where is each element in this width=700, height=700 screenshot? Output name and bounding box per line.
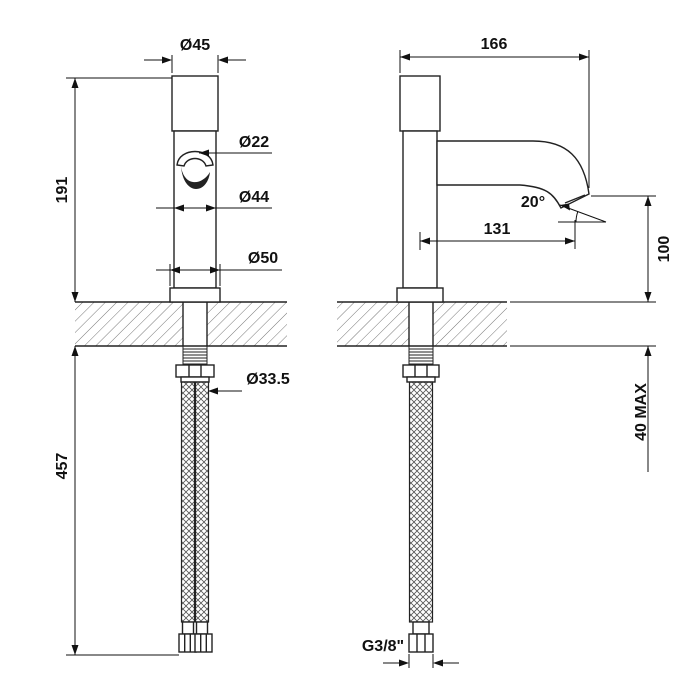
countertop-hatch-left xyxy=(75,302,287,346)
front-thread xyxy=(182,346,208,365)
supply-hose xyxy=(180,381,196,623)
front-top-cap xyxy=(171,75,219,132)
side-base-flange xyxy=(396,287,444,303)
dim-height-label: 191 xyxy=(54,177,71,204)
side-thread xyxy=(408,346,434,365)
dim-body-diameter-label: Ø44 xyxy=(239,189,269,206)
side-view xyxy=(396,75,590,653)
dim-base-diameter-label: Ø50 xyxy=(248,250,278,267)
dim-spout-projection-label: 131 xyxy=(484,221,511,238)
dim-top-diameter-label: Ø45 xyxy=(180,37,210,54)
dim-spout-height-label: 100 xyxy=(656,236,673,263)
hose-ferrule xyxy=(181,621,195,635)
hose-ferrule xyxy=(412,621,430,635)
front-handle-lever xyxy=(176,150,214,167)
front-washer xyxy=(180,376,210,383)
shank-cutout-left xyxy=(183,301,207,347)
front-view xyxy=(169,75,221,653)
side-washer xyxy=(406,376,436,383)
dimension-labels: Ø45 191 Ø22 Ø44 Ø50 Ø33.5 457 166 20° 13… xyxy=(54,36,673,655)
dim-spout-angle-label: 20° xyxy=(521,194,545,211)
side-locknut xyxy=(402,364,440,378)
dim-projection-label: 166 xyxy=(481,36,508,53)
spout-aerator-line xyxy=(564,194,586,204)
side-body xyxy=(402,130,438,289)
front-locknut xyxy=(175,364,215,378)
hose-hex-nut xyxy=(194,633,213,653)
side-spout xyxy=(436,140,590,209)
supply-hose xyxy=(194,381,210,623)
side-top-cap xyxy=(399,75,441,132)
front-spout-nose xyxy=(181,166,210,189)
dim-connection-thread-label: G3/8" xyxy=(362,638,404,655)
countertop-section xyxy=(75,301,507,347)
shank-cutout-right xyxy=(409,301,433,347)
front-base-flange xyxy=(169,287,221,303)
dim-handle-diameter-label: Ø22 xyxy=(239,134,269,151)
supply-hose xyxy=(408,381,434,623)
hose-ferrule xyxy=(195,621,209,635)
dim-hose-length-label: 457 xyxy=(54,453,71,480)
dimension-lines xyxy=(66,50,656,668)
hose-hex-nut xyxy=(408,633,434,653)
hose-hex-nut xyxy=(178,633,197,653)
dim-deck-thickness-label: 40 MAX xyxy=(633,383,650,441)
dim-shank-diameter-label: Ø33.5 xyxy=(246,371,290,388)
